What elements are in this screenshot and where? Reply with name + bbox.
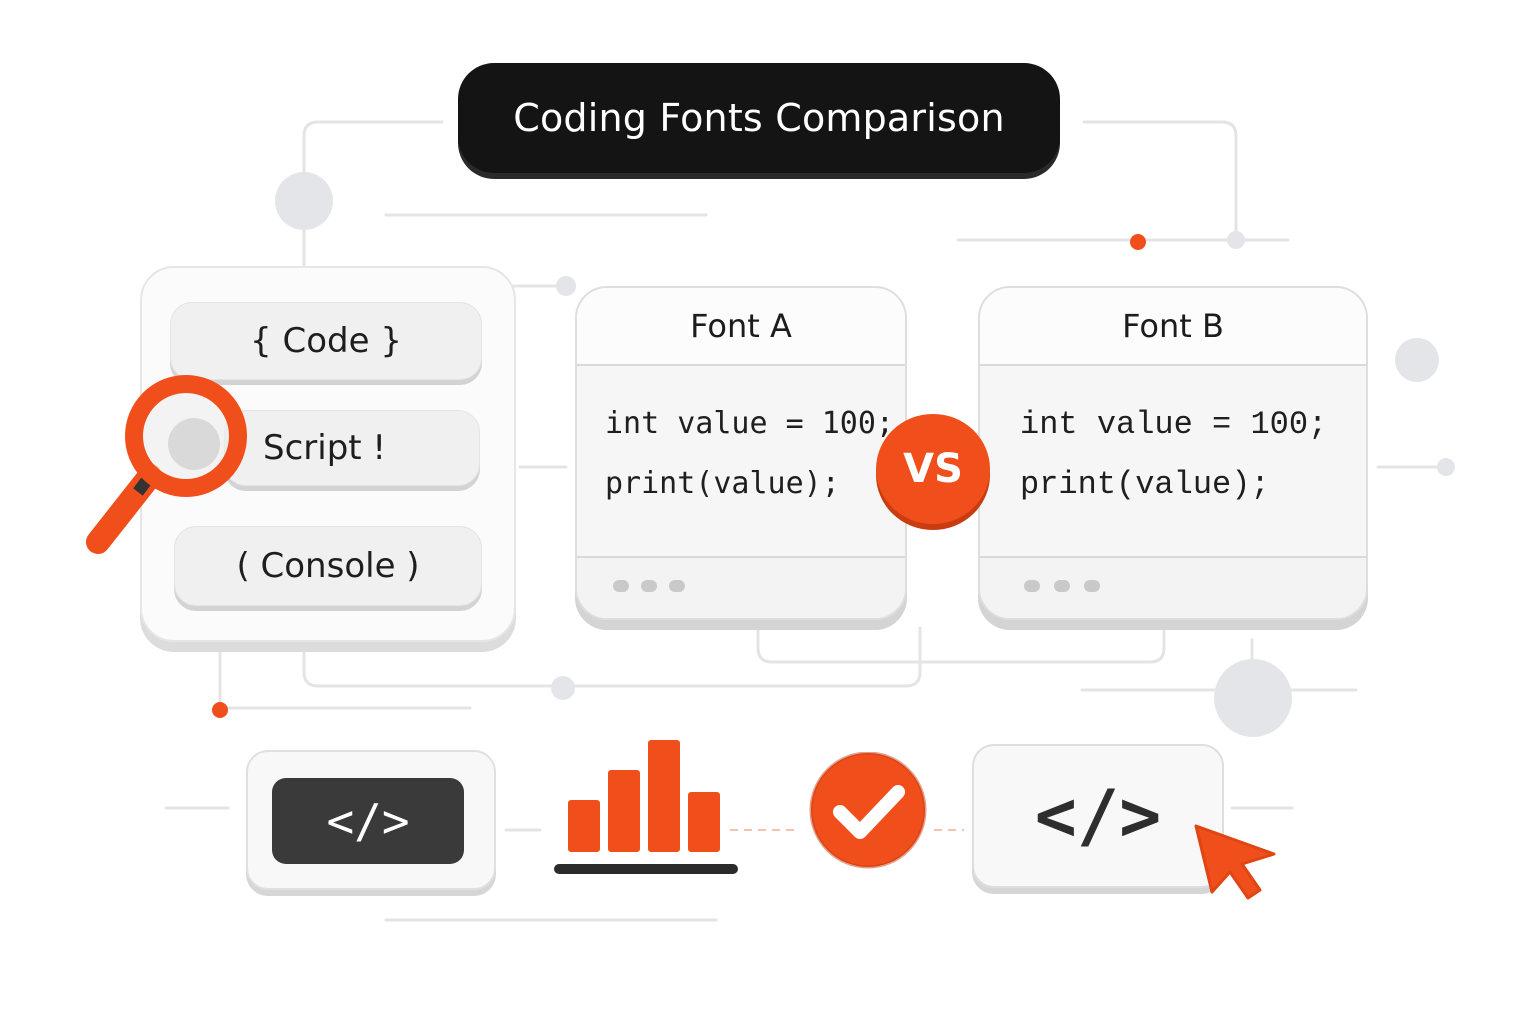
- code-tag-label: </>: [1034, 775, 1162, 857]
- card-footer: [980, 556, 1366, 618]
- page-title: Coding Fonts Comparison: [513, 96, 1005, 140]
- font-b-card: Font B int value = 100; print(value);: [978, 286, 1368, 620]
- cursor-arrow-icon: [1194, 824, 1276, 900]
- code-line: int value = 100;: [1020, 406, 1328, 443]
- title-banner: Coding Fonts Comparison: [458, 63, 1060, 173]
- menu-item-console[interactable]: ( Console ): [174, 526, 482, 606]
- dot-icon: [1054, 580, 1070, 592]
- dot-icon: [641, 580, 657, 592]
- font-a-card: Font A int value = 100; print(value);: [575, 286, 907, 620]
- code-line: print(value);: [1020, 466, 1270, 503]
- font-style-panel: { Code } Script ! ( Console ): [140, 266, 516, 642]
- menu-item-label: Script !: [263, 428, 387, 468]
- vs-label: VS: [903, 446, 963, 492]
- card-title: Font A: [577, 288, 905, 366]
- card-title: Font B: [980, 288, 1366, 366]
- dot-icon: [613, 580, 629, 592]
- code-tag-light-box[interactable]: </>: [972, 744, 1224, 888]
- code-line: int value = 100;: [605, 406, 894, 441]
- dot-icon: [669, 580, 685, 592]
- dot-icon: [1084, 580, 1100, 592]
- checkmark-icon: [809, 752, 927, 869]
- code-tag-dark-box: </>: [246, 750, 496, 890]
- card-footer: [577, 556, 905, 618]
- code-tag-label: </>: [326, 794, 410, 848]
- dot-icon: [1024, 580, 1040, 592]
- menu-item-script[interactable]: Script !: [224, 410, 480, 486]
- code-tag-icon: </>: [272, 778, 464, 864]
- menu-item-code[interactable]: { Code }: [170, 302, 482, 380]
- menu-item-label: ( Console ): [236, 546, 420, 586]
- magnifier-icon: [86, 375, 247, 554]
- code-line: print(value);: [605, 466, 840, 501]
- bar-chart-icon: [554, 740, 738, 874]
- menu-item-label: { Code }: [250, 321, 402, 361]
- vs-badge: VS: [876, 414, 990, 524]
